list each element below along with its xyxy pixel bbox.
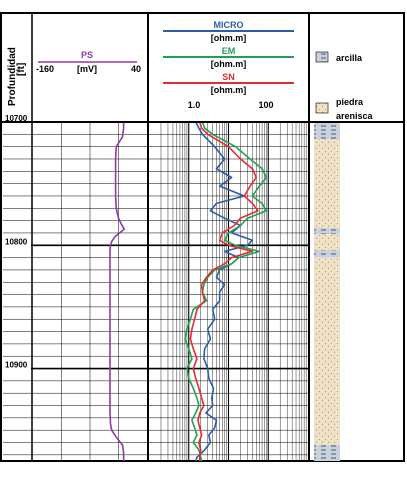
legend-sand-label-line1: piedra bbox=[336, 97, 364, 107]
em-curve bbox=[184, 121, 268, 462]
legend-shale-swatch bbox=[315, 51, 329, 63]
legend-sn-unit: [ohm.m] bbox=[211, 85, 247, 95]
ps-unit: [mV] bbox=[77, 64, 97, 74]
legend-shale-label: arcilla bbox=[336, 53, 363, 63]
res-tick-label-high: 100 bbox=[258, 100, 273, 110]
depth-axis-label: Profundidad bbox=[7, 47, 18, 106]
legend-em-unit: [ohm.m] bbox=[211, 59, 247, 69]
lithology-shale-interval bbox=[314, 228, 340, 235]
legend-micro-name: MICRO bbox=[214, 20, 244, 30]
res-tick-label-low: 1.0 bbox=[188, 100, 201, 110]
lithology-sand-interval bbox=[314, 234, 340, 251]
depth-tick-label: 10800 bbox=[5, 237, 28, 246]
ps-curve bbox=[109, 122, 126, 461]
legend-em-name: EM bbox=[222, 46, 236, 56]
grid-layer bbox=[3, 121, 308, 461]
depth-tick-label: 10900 bbox=[5, 361, 28, 370]
depth-tick-label: 10700 bbox=[5, 114, 28, 123]
sn-curve bbox=[189, 121, 259, 461]
legend-sand-label-line2: arenisca bbox=[336, 111, 374, 121]
legend-sn-name: SN bbox=[222, 72, 235, 82]
depth-tick-labels: 10700 10800 10900 bbox=[3, 114, 31, 371]
lithology-shale-interval bbox=[314, 250, 340, 258]
lithology-column bbox=[314, 122, 340, 461]
depth-tick-bg bbox=[3, 360, 31, 371]
resistivity-header: MICRO [ohm.m] EM [ohm.m] SN [ohm.m] bbox=[163, 20, 294, 95]
lithology-shale-interval bbox=[314, 444, 340, 461]
ps-title: PS bbox=[81, 50, 93, 60]
lithology-sand-interval bbox=[314, 257, 340, 445]
ps-scale-min: -160 bbox=[36, 64, 54, 74]
lithology-sand-interval bbox=[314, 139, 340, 229]
depth-tick-bg bbox=[3, 114, 31, 124]
legend-sand-swatch bbox=[315, 102, 329, 114]
lithology-shale-interval bbox=[314, 122, 340, 140]
ps-scale-max: 40 bbox=[131, 64, 141, 74]
depth-tick-bg bbox=[3, 237, 31, 248]
chart-frame bbox=[0, 12, 405, 462]
micro-curve bbox=[194, 121, 254, 462]
depth-axis-unit: [ft] bbox=[16, 63, 27, 76]
curve-layer bbox=[109, 121, 268, 462]
legend-micro-unit: [ohm.m] bbox=[211, 33, 247, 43]
